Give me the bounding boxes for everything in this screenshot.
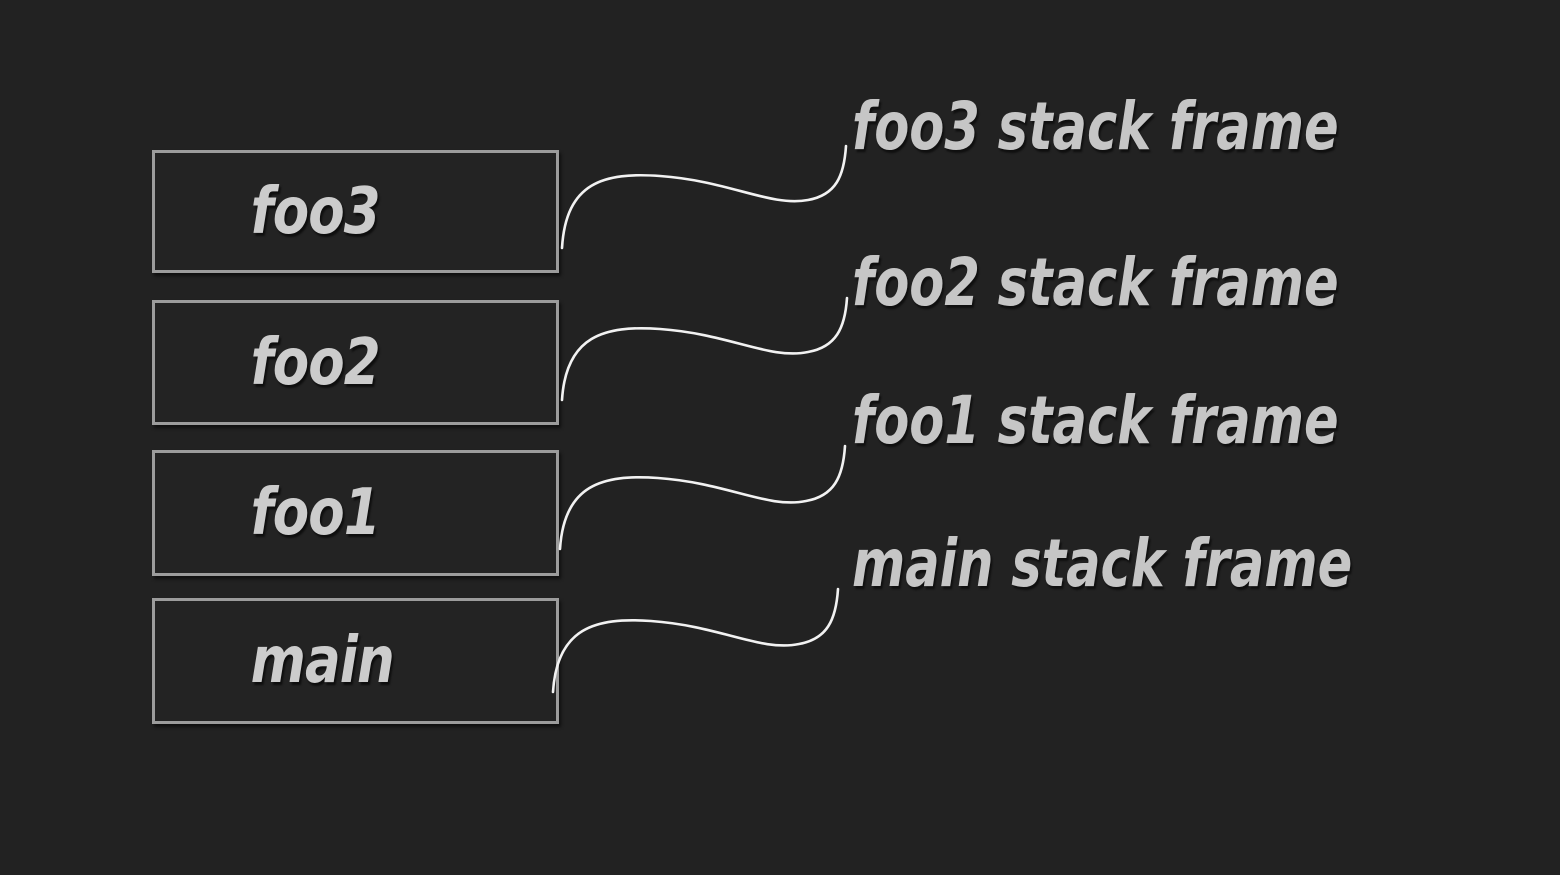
stack-frame-box-foo1[interactable]: foo1 [152, 450, 559, 576]
stack-frame-box-label: foo1 [250, 476, 381, 550]
annotation-foo3-stack-frame: foo3 stack frame [852, 88, 1339, 165]
annotation-main-stack-frame: main stack frame [852, 525, 1353, 602]
connector-curve-foo2 [560, 296, 849, 402]
connector-curve-foo3 [560, 144, 848, 250]
stack-frame-box-main[interactable]: main [152, 598, 559, 724]
stack-frame-box-label: foo3 [250, 174, 381, 249]
stack-frame-box-foo2[interactable]: foo2 [152, 300, 559, 425]
stack-frame-box-foo3[interactable]: foo3 [152, 150, 559, 273]
stack-frame-box-label: main [250, 624, 395, 698]
stack-frame-box-label: foo2 [250, 325, 381, 400]
annotation-foo1-stack-frame: foo1 stack frame [852, 382, 1339, 459]
annotation-foo2-stack-frame: foo2 stack frame [852, 244, 1339, 321]
connector-curve-foo1 [558, 444, 847, 551]
connector-curve-main [551, 587, 840, 694]
